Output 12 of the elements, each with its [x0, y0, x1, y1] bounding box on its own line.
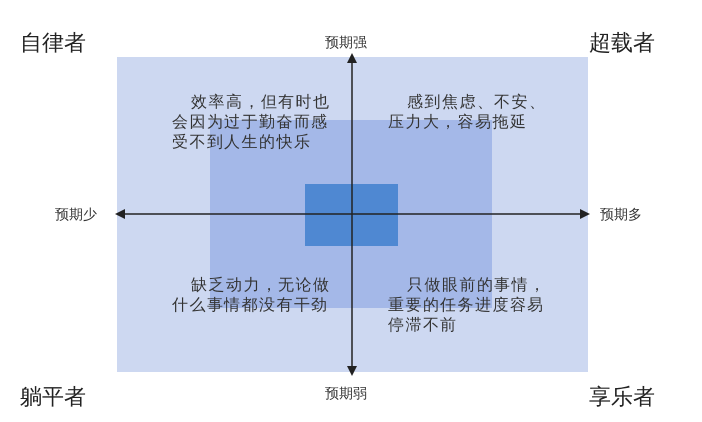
quadrant-title: 享乐者 — [589, 384, 655, 412]
axis-label: 预期少 — [55, 206, 97, 224]
quadrant-title: 自律者 — [20, 30, 86, 58]
axis-label: 预期强 — [325, 34, 367, 52]
quadrant-description: 感到焦虑、不安、压力大，容易拖延 — [388, 92, 548, 132]
axis-label: 预期弱 — [325, 385, 367, 403]
quadrant-description: 缺乏动力，无论做什么事情都没有干劲 — [172, 275, 332, 315]
quadrant-description: 只做眼前的事情，重要的任务进度容易停滞不前 — [388, 275, 548, 335]
quadrant-description: 效率高，但有时也会因为过于勤奋而感受不到人生的快乐 — [172, 92, 332, 152]
axis-label: 预期多 — [600, 206, 642, 224]
quadrant-title: 超载者 — [589, 30, 655, 58]
quadrant-title: 躺平者 — [20, 384, 86, 412]
